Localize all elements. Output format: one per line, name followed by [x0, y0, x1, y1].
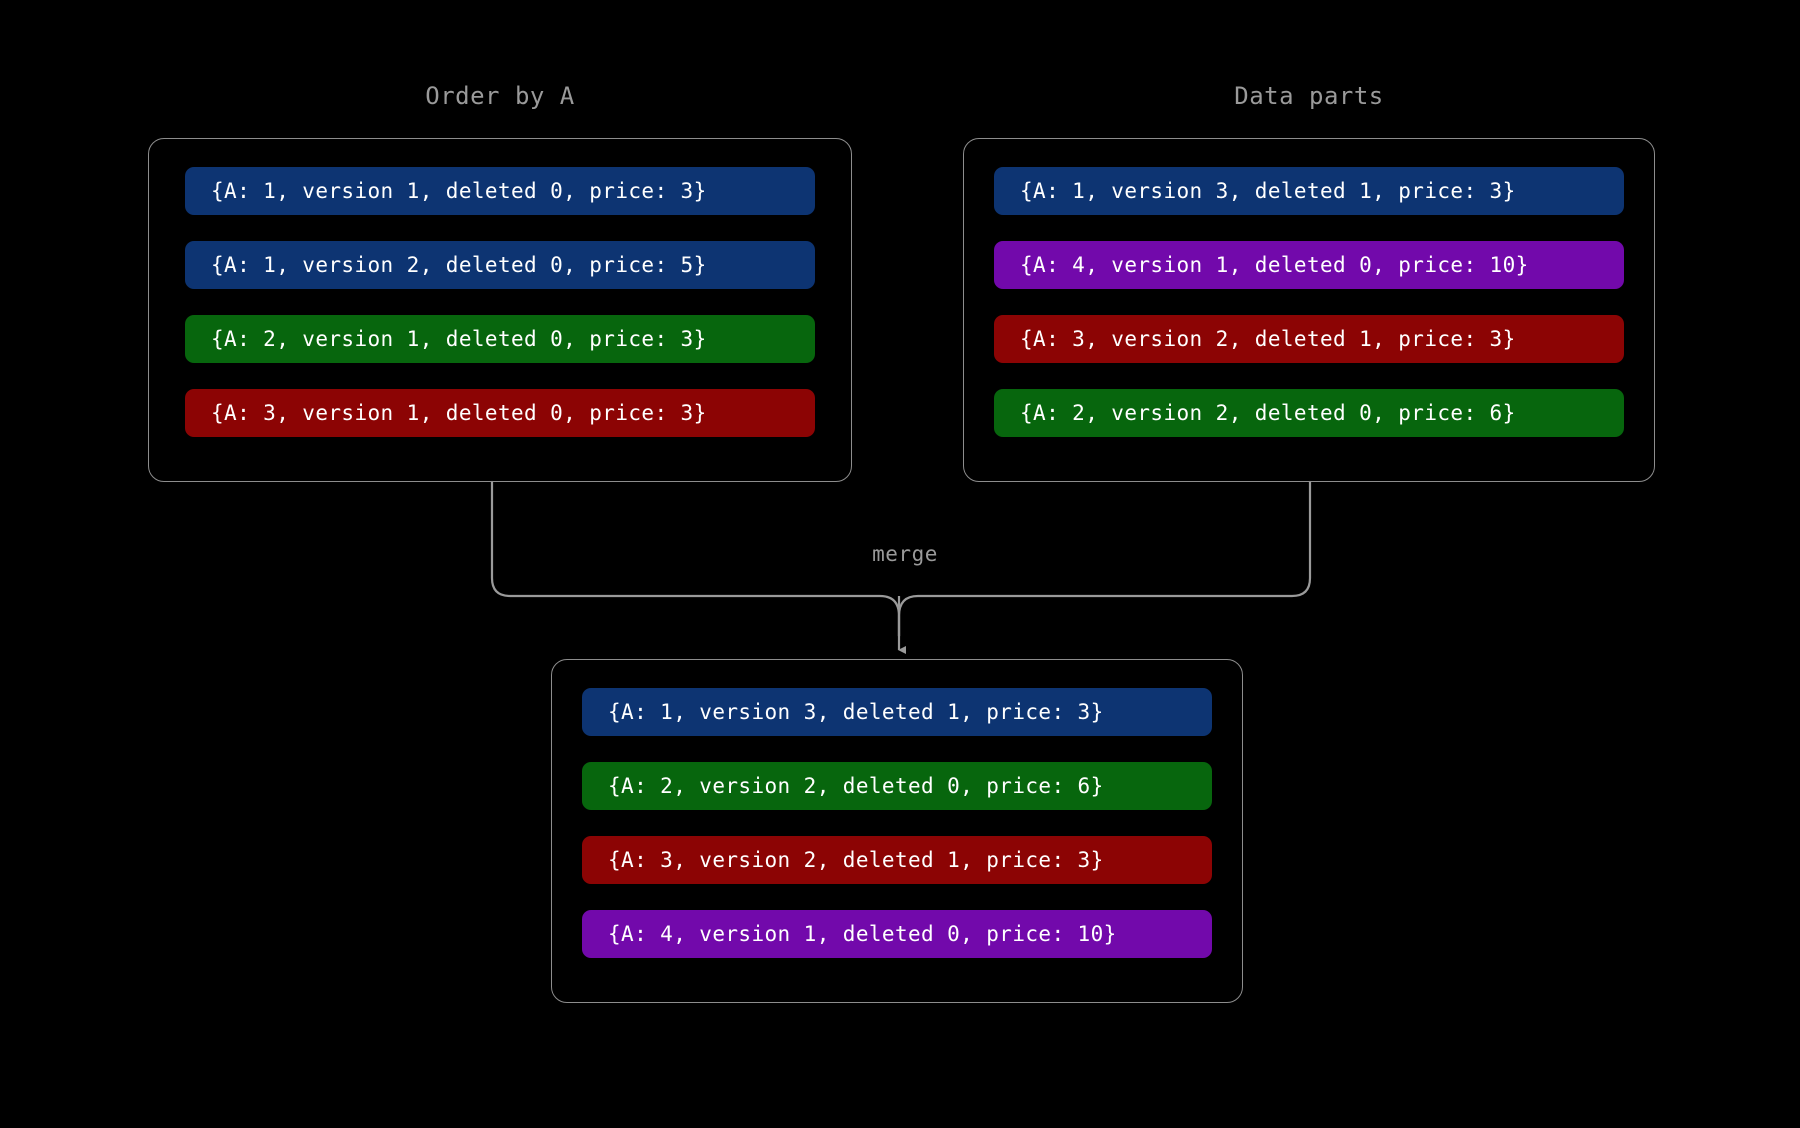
record-row: {A: 2, version 2, deleted 0, price: 6} — [582, 762, 1212, 810]
record-row: {A: 1, version 3, deleted 1, price: 3} — [994, 167, 1624, 215]
record-row: {A: 3, version 2, deleted 1, price: 3} — [582, 836, 1212, 884]
record-row: {A: 2, version 1, deleted 0, price: 3} — [185, 315, 815, 363]
panel-order-by: {A: 1, version 1, deleted 0, price: 3} {… — [148, 138, 852, 482]
panel-merged-result: {A: 1, version 3, deleted 1, price: 3} {… — [551, 659, 1243, 1003]
record-row: {A: 2, version 2, deleted 0, price: 6} — [994, 389, 1624, 437]
panel-title-data-parts: Data parts — [1234, 82, 1384, 110]
connector-path-right — [897, 480, 1312, 638]
record-row: {A: 1, version 1, deleted 0, price: 3} — [185, 167, 815, 215]
record-row: {A: 4, version 1, deleted 0, price: 10} — [582, 910, 1212, 958]
merge-label: merge — [872, 542, 938, 566]
record-row: {A: 3, version 2, deleted 1, price: 3} — [994, 315, 1624, 363]
connector-path-left — [490, 480, 901, 638]
record-row: {A: 4, version 1, deleted 0, price: 10} — [994, 241, 1624, 289]
panel-title-order-by: Order by A — [425, 82, 575, 110]
record-row: {A: 1, version 3, deleted 1, price: 3} — [582, 688, 1212, 736]
record-row: {A: 1, version 2, deleted 0, price: 5} — [185, 241, 815, 289]
panel-data-parts: {A: 1, version 3, deleted 1, price: 3} {… — [963, 138, 1655, 482]
record-list-merged: {A: 1, version 3, deleted 1, price: 3} {… — [552, 688, 1242, 958]
record-list-data-parts: {A: 1, version 3, deleted 1, price: 3} {… — [964, 167, 1654, 437]
record-list-order-by: {A: 1, version 1, deleted 0, price: 3} {… — [149, 167, 851, 437]
record-row: {A: 3, version 1, deleted 0, price: 3} — [185, 389, 815, 437]
